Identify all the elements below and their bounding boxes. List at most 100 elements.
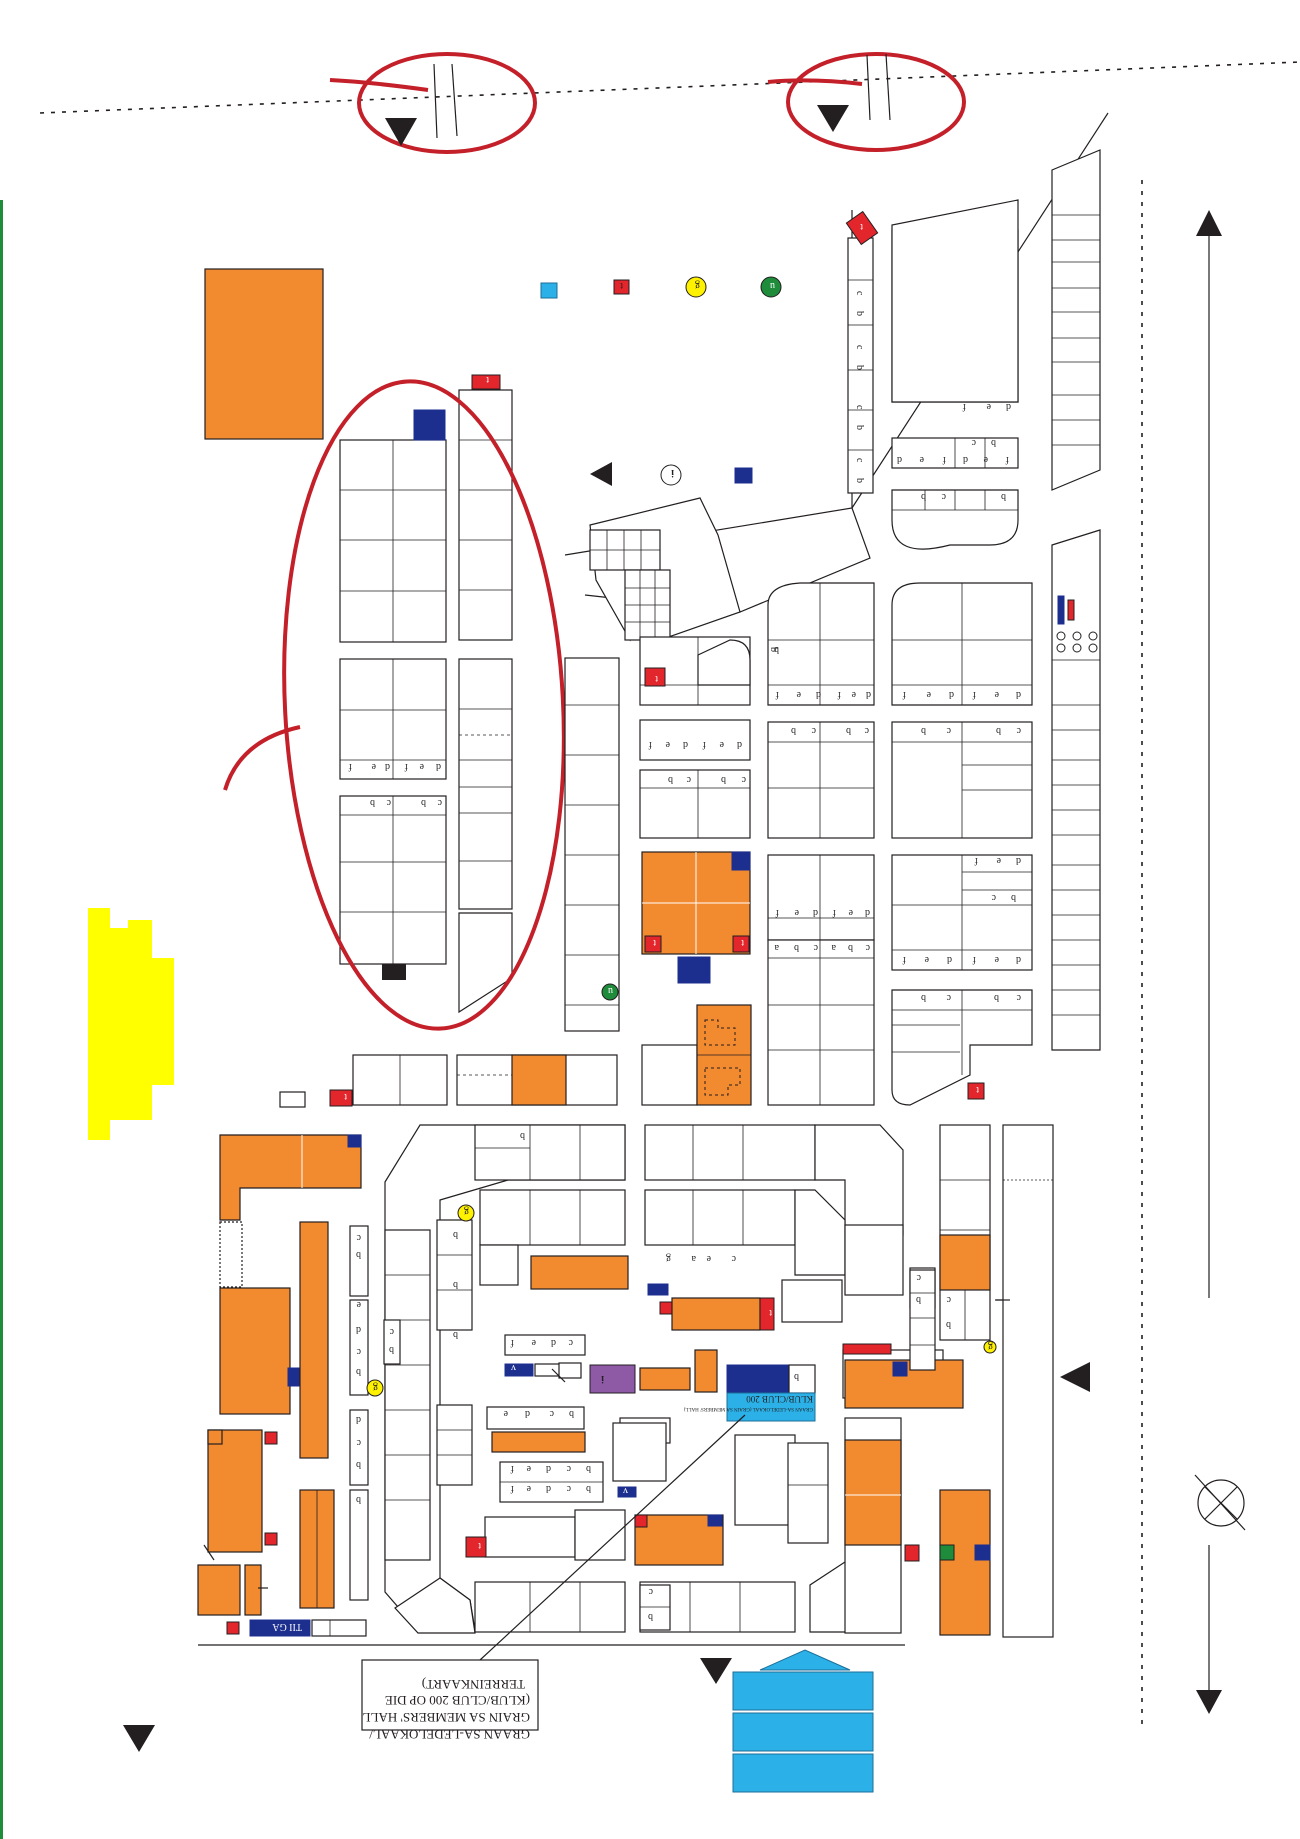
left-arrow-icon: [1060, 1362, 1090, 1392]
oval-letters-row1: f e d f e d b c b c: [348, 761, 442, 808]
orange-square-hall: [641, 851, 751, 984]
svg-text:e: e: [994, 954, 999, 965]
svg-text:c: c: [1016, 725, 1021, 736]
svg-text:f: f: [510, 1483, 514, 1494]
svg-text:c: c: [1016, 992, 1021, 1003]
right-direction-arrow: [1194, 210, 1246, 1714]
svg-text:b: b: [854, 365, 865, 370]
page-edge-stripe: [0, 200, 3, 1839]
svg-text:d: d: [551, 1337, 556, 1348]
svg-text:b: b: [356, 1494, 361, 1505]
svg-text:c: c: [946, 992, 951, 1003]
svg-text:b: b: [921, 992, 926, 1003]
svg-text:b: b: [586, 1483, 591, 1494]
svg-text:b: b: [721, 774, 726, 785]
bottom-complex: [197, 1124, 1090, 1646]
svg-text:b: b: [453, 1329, 458, 1340]
svg-text:f: f: [902, 954, 906, 965]
svg-text:e: e: [926, 689, 931, 700]
svg-text:c: c: [946, 1294, 951, 1305]
svg-text:b: b: [569, 1408, 574, 1419]
svg-text:g: g: [695, 280, 700, 291]
svg-text:f: f: [832, 907, 836, 918]
svg-text:(KLUB/CLUB 200 OP DIE: (KLUB/CLUB 200 OP DIE: [385, 1693, 530, 1708]
svg-text:f: f: [510, 1337, 514, 1348]
svg-text:t: t: [860, 221, 863, 232]
info-icon: [660, 464, 682, 486]
svg-text:t: t: [769, 1307, 772, 1318]
svg-text:i: i: [671, 467, 674, 478]
svg-text:t: t: [486, 374, 489, 385]
svg-text:e: e: [983, 454, 988, 465]
svg-text:b: b: [794, 942, 799, 953]
svg-text:d: d: [865, 907, 870, 918]
svg-text:d: d: [1016, 689, 1021, 700]
svg-text:b: b: [356, 1366, 361, 1377]
svg-text:e: e: [526, 1463, 531, 1474]
svg-text:e: e: [719, 739, 724, 750]
yellow-g-marker: [685, 276, 707, 298]
svg-text:t: t: [653, 937, 656, 948]
svg-text:d: d: [813, 907, 818, 918]
svg-text:e: e: [848, 907, 853, 918]
svg-text:b: b: [1001, 491, 1006, 502]
svg-text:c: c: [854, 458, 865, 463]
highlight-arrow: [223, 725, 301, 791]
svg-text:d: d: [546, 1483, 551, 1494]
svg-text:d: d: [737, 739, 742, 750]
svg-text:g: g: [373, 1382, 378, 1393]
svg-text:b: b: [520, 1130, 525, 1141]
svg-text:f: f: [648, 739, 652, 750]
right-tall-column-upper: [1051, 149, 1101, 491]
right-upper-stands: [891, 199, 1019, 550]
down-arrow-icon: [123, 1725, 155, 1752]
yellow-band: [88, 908, 174, 1140]
svg-text:e: e: [503, 1408, 508, 1419]
svg-text:c: c: [916, 1272, 921, 1283]
svg-text:b: b: [916, 1294, 921, 1305]
svg-text:d: d: [947, 954, 952, 965]
svg-text:d: d: [816, 689, 821, 700]
svg-text:e: e: [665, 739, 670, 750]
svg-text:c: c: [741, 774, 746, 785]
svg-text:c: c: [437, 797, 442, 808]
svg-text:e: e: [371, 761, 376, 772]
svg-text:c: c: [568, 1337, 573, 1348]
svg-text:c: c: [941, 491, 946, 502]
svg-text:t: t: [620, 280, 623, 291]
svg-text:f: f: [962, 401, 966, 412]
svg-text:c: c: [566, 1463, 571, 1474]
svg-text:e: e: [526, 1483, 531, 1494]
gate-right: [767, 52, 966, 152]
svg-text:b: b: [356, 1459, 361, 1470]
green-u-marker: [760, 276, 782, 298]
svg-text:c: c: [686, 774, 691, 785]
svg-text:c: c: [854, 345, 865, 350]
svg-text:e: e: [531, 1337, 536, 1348]
svg-text:b: b: [370, 797, 375, 808]
svg-text:t: t: [344, 1091, 347, 1102]
svg-text:c: c: [566, 1483, 571, 1494]
svg-text:b: b: [648, 1611, 653, 1622]
entrance: [732, 1649, 874, 1793]
svg-text:b: b: [854, 478, 865, 483]
svg-text:f: f: [902, 689, 906, 700]
mid-blocks: [639, 582, 1033, 839]
svg-text:b: b: [794, 1371, 799, 1382]
svg-text:b: b: [791, 725, 796, 736]
svg-text:d: d: [356, 1414, 361, 1425]
svg-text:GRAAN SA-LEDELOKAAL/: GRAAN SA-LEDELOKAAL/: [369, 1727, 530, 1742]
blue-marker: [734, 467, 753, 484]
svg-text:b: b: [946, 1319, 951, 1330]
svg-text:c: c: [813, 942, 818, 953]
down-arrow-icon: [385, 118, 417, 146]
svg-text:a: a: [831, 942, 836, 953]
svg-text:c: c: [971, 437, 976, 448]
svg-text:f: f: [775, 689, 779, 700]
orange-dashed-hall: [641, 1004, 752, 1106]
svg-text:g: g: [464, 1206, 469, 1217]
svg-text:c: c: [864, 725, 869, 736]
svg-text:d: d: [546, 1463, 551, 1474]
svg-text:e: e: [986, 401, 991, 412]
svg-text:u: u: [770, 280, 775, 291]
